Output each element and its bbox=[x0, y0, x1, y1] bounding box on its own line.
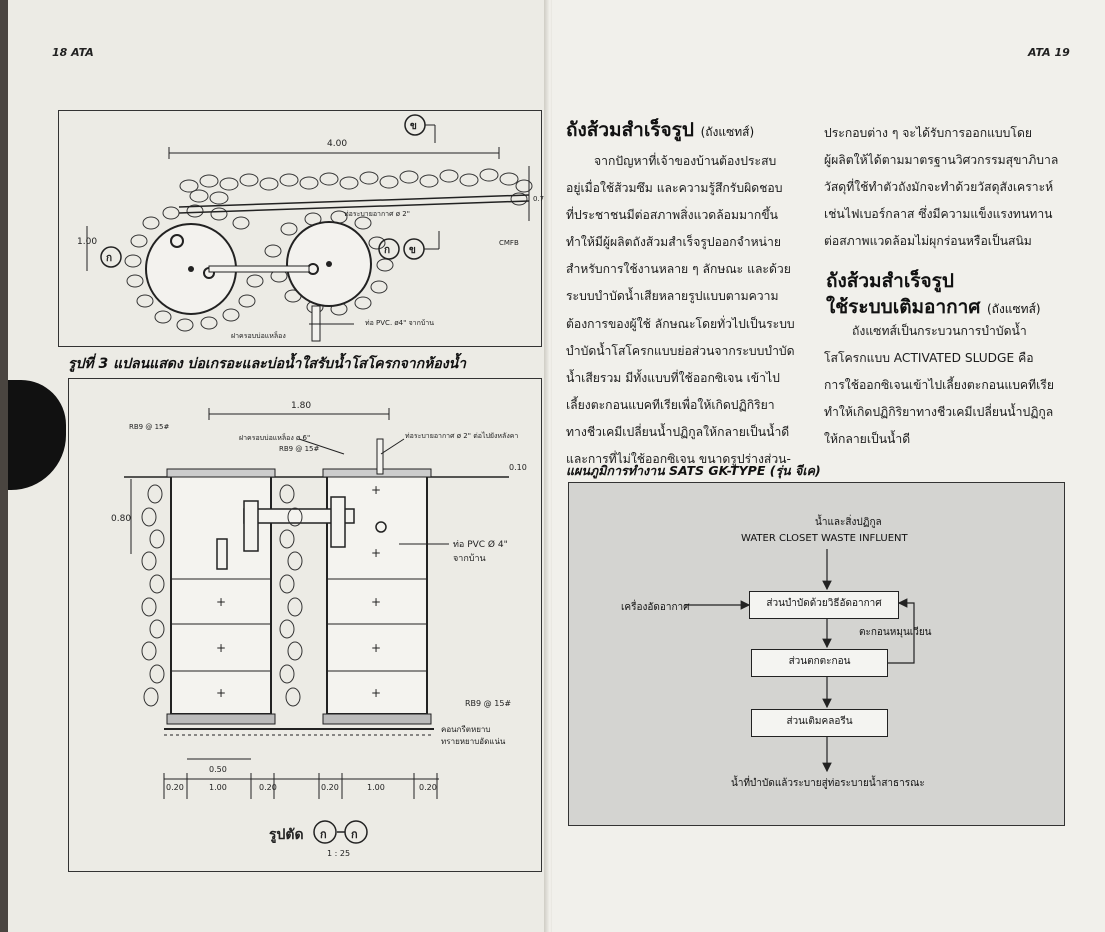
section-dim-100a: 1.00 bbox=[209, 783, 227, 792]
heading-aerated-septic: ถังส้วมสำเร็จรูป ใช้ระบบเติมอากาศ (ถังแซ… bbox=[826, 268, 1041, 322]
heading-aerated-sub: (ถังแซทส์) bbox=[987, 302, 1041, 316]
para1-line: ที่ประชาชนมีต่อสภาพสิ่งแวดล้อมมากขึ้น bbox=[566, 208, 778, 223]
plan-section-mid-b-marker: ข bbox=[409, 245, 416, 256]
flow-influent-thai: น้ำและสิ่งปฏิกูล bbox=[815, 517, 882, 528]
plan-pipe-label: ท่อระบายอากาศ ø 2" bbox=[344, 210, 410, 218]
section-dim-top: 1.80 bbox=[291, 401, 312, 411]
plan-inlet-label: ท่อ PVC. ø4" จากบ้าน bbox=[365, 319, 435, 327]
para3-line: ทำให้เกิดปฏิกิริยาทางชีวเคมีเปลี่ยนน้ำปฏ… bbox=[824, 405, 1054, 420]
thumb-shadow bbox=[8, 380, 66, 490]
svg-text:+: + bbox=[216, 595, 226, 609]
flow-effluent-label: น้ำที่บำบัดแล้วระบายสู่ท่อระบายน้ำสาธารณ… bbox=[731, 778, 925, 789]
para1-line: สำหรับการใช้งานหลาย ๆ ลักษณะ และด้วย bbox=[566, 262, 791, 277]
plan-dim-side: 1.00 bbox=[77, 237, 98, 247]
svg-text:+: + bbox=[371, 483, 381, 497]
para1-line: เลี้ยงตะกอนแบคทีเรียเพื่อให้เกิดปฏิกิริย… bbox=[566, 397, 775, 412]
flow-box-chlorination: ส่วนเติมคลอรีน bbox=[751, 709, 888, 737]
flow-box-settling: ส่วนตกตะกอน bbox=[751, 649, 888, 677]
heading-prefab-septic-text: ถังส้วมสำเร็จรูป bbox=[566, 119, 694, 141]
para1-line: อยู่เมื่อใช้ส้วมซึม และความรู้สึกรับผิดช… bbox=[566, 181, 783, 196]
section-rb-left: RB9 @ 15# bbox=[129, 423, 170, 431]
para3-line: ให้กลายเป็นน้ำดี bbox=[824, 432, 911, 447]
flow-influent-english: WATER CLOSET WASTE INFLUENT bbox=[741, 533, 908, 544]
paragraph-3: ถังแซทส์เป็นกระบวนการบำบัดน้ำ โสโครกแบบ … bbox=[824, 318, 1092, 453]
section-dim-050: 0.50 bbox=[209, 765, 227, 774]
svg-text:+: + bbox=[216, 686, 226, 700]
para1-line: น้ำเสียรวม มีทั้งแบบที่ใช้ออกซิเจน เข้าไ… bbox=[566, 370, 780, 385]
section-rb-mid: RB9 @ 15# bbox=[279, 445, 320, 453]
paragraph-1: จากปัญหาที่เจ้าของบ้านต้องประสบ อยู่เมื่… bbox=[566, 148, 818, 473]
section-dim-020a: 0.20 bbox=[166, 783, 184, 792]
para1-line: บำบัดน้ำโสโครกแบบย่อส่วนจากระบบบำบัด bbox=[566, 343, 795, 358]
right-page: ATA 19 ถังส้วมสำเร็จรูป (ถังแซทส์) จากปั… bbox=[552, 0, 1105, 932]
section-height-dim: 0.80 bbox=[111, 514, 132, 524]
para3-line: ถังแซทส์เป็นกระบวนการบำบัดน้ำ bbox=[852, 324, 1027, 338]
plan-section-mid-a-marker: ก bbox=[384, 245, 391, 256]
section-title-marker-b: ก bbox=[351, 828, 358, 841]
para1-line: ทำให้มีผู้ผลิตถังส้วมสำเร็จรูปออกจำหน่าย bbox=[566, 235, 781, 250]
flow-box-aeration: ส่วนบำบัดด้วยวิธีอัดอากาศ bbox=[749, 591, 899, 619]
para3-line: โสโครกแบบ ACTIVATED SLUDGE คือ bbox=[824, 351, 1034, 366]
para2-line: วัสดุที่ใช้ทำตัวถังมักจะทำด้วยวัสดุสังเค… bbox=[824, 180, 1054, 195]
section-concrete-label: คอนกรีตหยาบ bbox=[441, 725, 491, 734]
section-vent-label: ท่อระบายอากาศ ø 2" ต่อไปยังหลังคา bbox=[405, 432, 519, 440]
section-dim-100b: 1.00 bbox=[367, 783, 385, 792]
section-rb-bottom: RB9 @ 15# bbox=[465, 699, 512, 708]
para1-line: ระบบบำบัดน้ำเสียหลายรูปแบบตามความ bbox=[566, 289, 779, 304]
plan-cover-label: ฝาครอบบ่อแหล็อง bbox=[231, 332, 286, 340]
plan-dim-top: 4.00 bbox=[327, 139, 348, 149]
heading-aerated-line2: ใช้ระบบเติมอากาศ bbox=[826, 296, 981, 318]
section-scale: 1 : 25 bbox=[327, 849, 351, 858]
para2-line: ต่อสภาพแวดล้อมไม่ผุกร่อนหรือเป็นสนิม bbox=[824, 234, 1032, 249]
plan-section-top-marker: ข bbox=[410, 121, 417, 132]
left-page: 18 ATA bbox=[8, 0, 546, 932]
heading-aerated-line1: ถังส้วมสำเร็จรูป bbox=[826, 270, 954, 292]
section-dim-020d: 0.20 bbox=[419, 783, 437, 792]
plan-section-left-marker: ก bbox=[106, 253, 113, 264]
heading-prefab-septic-sub: (ถังแซทส์) bbox=[700, 125, 755, 139]
para1-line: ทางชีวเคมีเปลี่ยนน้ำปฏิกูลให้กลายเป็นน้ำ… bbox=[566, 424, 790, 439]
plan-drawing-frame: 4.00 1.00 0.70 ท่อระบายอากาศ ø 2" CMFB ฝ… bbox=[58, 110, 546, 347]
section-drawing-frame: +++ +++ ++ 1.80 RB9 @ 15# ฝาครอบบ่ bbox=[68, 378, 542, 872]
para1-line: และการที่ไม่ใช้ออกซิเจน ขนาดรูปร่างส่วน- bbox=[566, 452, 791, 467]
plan-depth: 0.70 bbox=[533, 195, 546, 203]
svg-text:+: + bbox=[371, 641, 381, 655]
plan-gravel-label: CMFB bbox=[499, 239, 519, 247]
para2-line: เช่นไฟเบอร์กลาส ซึ่งมีความแข็งแรงทนทาน bbox=[824, 207, 1053, 222]
flowchart-title: แผนภูมิการทำงาน SATS GK-TYPE (รุ่น จีเค) bbox=[566, 463, 821, 478]
book-spine bbox=[544, 0, 554, 932]
svg-text:+: + bbox=[371, 686, 381, 700]
section-title: รูปตัด bbox=[269, 827, 304, 843]
section-pvc-label: ท่อ PVC Ø 4" bbox=[453, 540, 508, 550]
flowchart: น้ำและสิ่งปฏิกูล WATER CLOSET WASTE INFL… bbox=[568, 482, 1065, 826]
flowchart-arrows bbox=[684, 549, 915, 773]
plan-drawing bbox=[86, 114, 533, 342]
para3-line: การใช้ออกซิเจนเข้าไปเลี้ยงตะกอนแบคทีเรีย bbox=[824, 378, 1054, 393]
flow-blower-label: เครื่องอัดอากาศ bbox=[621, 602, 690, 613]
section-cover-label: ฝาครอบบ่อแหล็อง ø 6" bbox=[239, 434, 311, 442]
para1-line: ต้องการของผู้ใช้ ลักษณะโดยทั่วไปเป็นระบบ bbox=[566, 316, 795, 331]
para2-line: ประกอบต่าง ๆ จะได้รับการออกแบบโดย bbox=[824, 126, 1032, 140]
section-sand-label: ทรายหยาบอัดแน่น bbox=[441, 737, 506, 746]
section-dim-020b: 0.20 bbox=[259, 783, 277, 792]
para1-line: จากปัญหาที่เจ้าของบ้านต้องประสบ bbox=[594, 154, 777, 168]
heading-prefab-septic: ถังส้วมสำเร็จรูป (ถังแซทส์) bbox=[566, 115, 754, 145]
figure-caption: รูปที่ 3 แปลนแสดง บ่อเกรอะและบ่อน้ำใสรับ… bbox=[68, 356, 467, 372]
paragraph-2: ประกอบต่าง ๆ จะได้รับการออกแบบโดย ผู้ผลิ… bbox=[824, 120, 1092, 255]
page-number-right: ATA 19 bbox=[1028, 46, 1070, 59]
svg-text:+: + bbox=[216, 641, 226, 655]
section-title-marker-a: ก bbox=[320, 828, 327, 841]
svg-text:+: + bbox=[371, 546, 381, 560]
page-number-left: 18 ATA bbox=[52, 46, 94, 59]
section-drawing: + + + + + + + + bbox=[124, 408, 509, 844]
flow-recycle-label: ตะกอนหมุนเวียน bbox=[859, 627, 932, 638]
section-pvc-from-label: จากบ้าน bbox=[453, 554, 486, 564]
section-dim-020c: 0.20 bbox=[321, 783, 339, 792]
section-ground-dim: 0.10 bbox=[509, 463, 527, 472]
para2-line: ผู้ผลิตให้ได้ตามมาตรฐานวิศวกรรมสุขาภิบาล bbox=[824, 153, 1059, 168]
svg-text:+: + bbox=[371, 595, 381, 609]
